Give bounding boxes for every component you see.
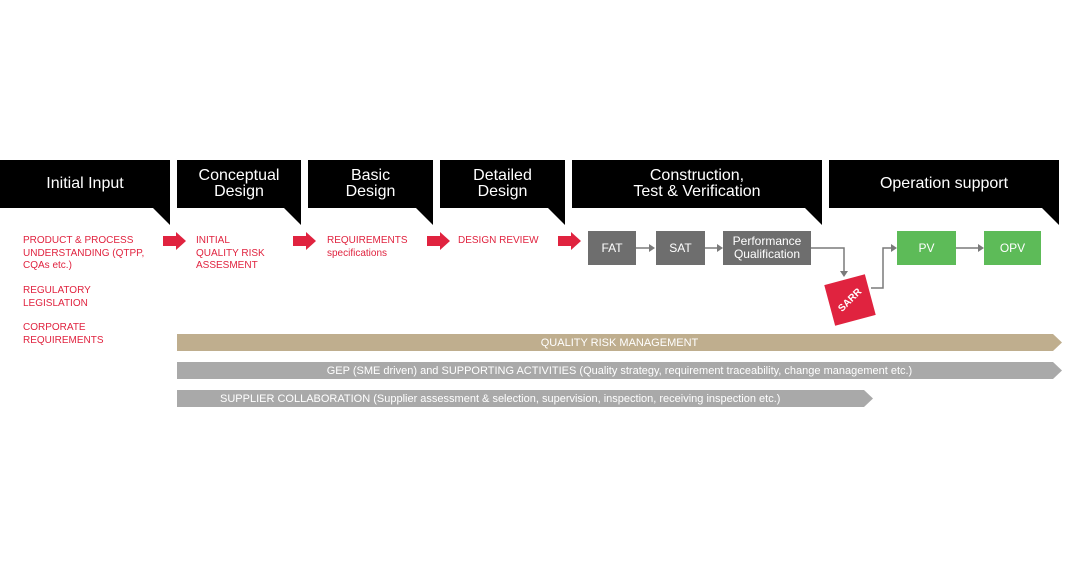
phase-tab [805, 208, 822, 225]
phase-tab [1042, 208, 1059, 225]
phase-label: Initial Input [46, 175, 124, 192]
arrowhead-icon [717, 244, 723, 252]
pv-box: PV [897, 231, 956, 265]
red-arrow-icon [293, 232, 316, 250]
red-arrow-icon [427, 232, 450, 250]
red-arrow-icon [163, 232, 186, 250]
phase-detailed-design: Detailed Design [440, 160, 565, 208]
arrowhead-icon [840, 271, 848, 277]
arrowhead-icon [649, 244, 655, 252]
input-product-process: PRODUCT & PROCESS UNDERSTANDING (QTPP, C… [23, 235, 145, 271]
supplier-collaboration-band: SUPPLIER COLLABORATION (Supplier assessm… [177, 390, 873, 407]
phase-label: Detailed Design [473, 167, 532, 200]
sarr-label: SARR [836, 286, 864, 314]
phase-construction: Construction, Test & Verification [572, 160, 822, 208]
opv-box: OPV [984, 231, 1041, 265]
phase-tab [416, 208, 433, 225]
basic-requirements: REQUIREMENTS [327, 235, 408, 246]
red-arrow-icon [558, 232, 581, 250]
connector-sarr-pv [871, 247, 892, 289]
sat-box: SAT [656, 231, 705, 265]
phase-basic-design: Basic Design [308, 160, 433, 208]
phase-initial-input: Initial Input [0, 160, 170, 208]
basic-specifications: specifications [327, 248, 388, 259]
band-label: SUPPLIER COLLABORATION (Supplier assessm… [220, 392, 781, 405]
conceptual-risk-assessment: INITIAL QUALITY RISK ASSESMENT [196, 235, 265, 271]
band-label: GEP (SME driven) and SUPPORTING ACTIVITI… [326, 364, 913, 377]
phase-conceptual-design: Conceptual Design [177, 160, 301, 208]
fat-box: FAT [588, 231, 636, 265]
input-regulatory: REGULATORY LEGISLATION [23, 285, 91, 309]
phase-label: Conceptual Design [198, 167, 280, 200]
phase-tab [153, 208, 170, 225]
phase-operation-support: Operation support [829, 160, 1059, 208]
quality-risk-management-band: QUALITY RISK MANAGEMENT [177, 334, 1062, 351]
connector-pq-sarr [811, 247, 845, 272]
band-label: QUALITY RISK MANAGEMENT [540, 336, 699, 349]
performance-qualification-box: Performance Qualification [723, 231, 811, 265]
phase-label: Construction, Test & Verification [633, 167, 761, 200]
arrowhead-icon [891, 244, 897, 252]
phase-label: Operation support [879, 175, 1009, 192]
phase-tab [548, 208, 565, 225]
arrowhead-icon [978, 244, 984, 252]
gep-band: GEP (SME driven) and SUPPORTING ACTIVITI… [177, 362, 1062, 379]
phase-tab [284, 208, 301, 225]
input-corporate: CORPORATE REQUIREMENTS [23, 322, 104, 346]
phase-label: Basic Design [345, 167, 396, 200]
detailed-design-review: DESIGN REVIEW [458, 235, 539, 246]
